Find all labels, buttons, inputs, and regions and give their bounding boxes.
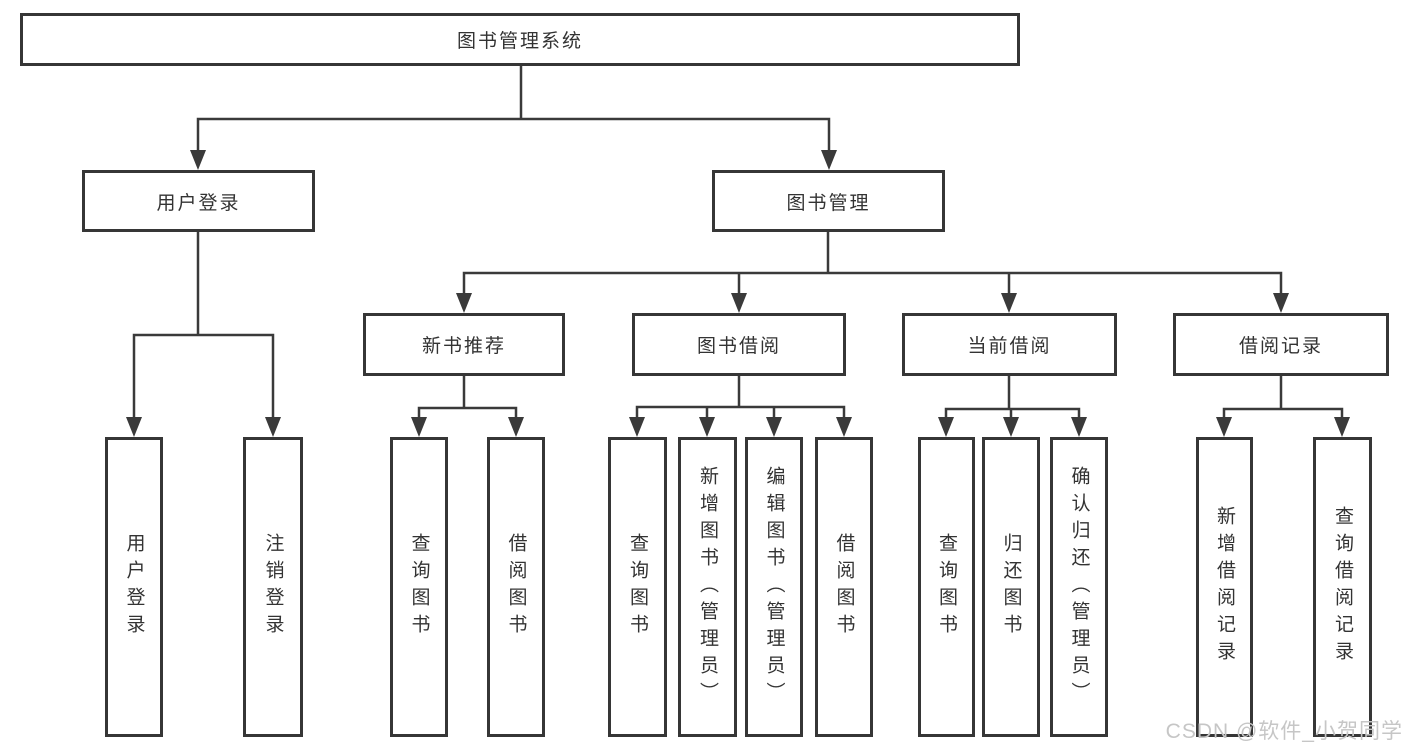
leaf-user-login: 用户登录 [105,437,163,737]
node-label: 图书管理系统 [456,31,583,52]
arrowhead [126,417,142,437]
leaf-logout: 注销登录 [243,437,303,737]
node-label: 确认归还（管理员） [1068,465,1090,709]
arrowhead [699,417,715,437]
node-label: 借阅记录 [1238,336,1323,357]
node-label: 图书管理 [786,192,871,214]
leaf-query-books-recommend: 查询图书 [390,437,448,737]
arrowhead [1003,417,1019,437]
node-label: 借阅图书 [833,533,855,641]
node-label: 注销登录 [262,533,284,641]
node-label: 用户登录 [123,533,145,641]
arrowhead [456,293,472,313]
node-label: 新增图书（管理员） [697,465,718,709]
node-label: 编辑图书（管理员） [763,465,785,709]
arrowhead [1071,417,1087,437]
leaf-borrow-books-recommend: 借阅图书 [487,437,545,737]
node-new-book-recommendation: 新书推荐 [363,313,565,376]
arrowhead [1273,293,1289,313]
arrowhead [265,417,281,437]
node-book-borrowing: 图书借阅 [632,313,846,376]
node-label: 查询图书 [408,533,430,641]
arrowhead [1216,417,1232,437]
connector-book-mgmt-to-level3 [462,230,1283,297]
connector-borrow-record-to-leaves [1222,374,1344,421]
leaf-add-book-admin: 新增图书（管理员） [678,437,737,737]
leaf-return-books: 归还图书 [982,437,1040,737]
connector-book-borrow-to-leaves [635,374,846,421]
node-label: 查询图书 [936,533,957,641]
connector-new-book-to-leaves [417,374,518,421]
arrowhead [836,417,852,437]
leaf-query-borrow-record: 查询借阅记录 [1313,437,1372,737]
node-borrowing-records: 借阅记录 [1173,313,1389,376]
arrowhead [731,293,747,313]
arrowhead [411,417,427,437]
node-label: 新增借阅记录 [1214,506,1235,668]
arrowhead [508,417,524,437]
leaf-add-borrow-record: 新增借阅记录 [1196,437,1253,737]
arrowhead [1001,293,1017,313]
node-label: 归还图书 [1000,533,1022,641]
arrowhead [190,150,206,170]
arrowhead [1334,417,1350,437]
node-label: 当前借阅 [967,336,1052,357]
arrowhead [629,417,645,437]
leaf-query-books-borrowing: 查询图书 [608,437,667,737]
node-label: 借阅图书 [505,533,527,641]
node-user-login-module: 用户登录 [82,170,315,232]
node-label: 用户登录 [156,192,241,214]
watermark: CSDN @软件_小贺同学 [1165,720,1403,743]
node-book-management: 图书管理 [712,170,945,232]
leaf-edit-book-admin: 编辑图书（管理员） [745,437,803,737]
connector-root-to-level2 [196,64,831,154]
node-library-management-system: 图书管理系统 [20,13,1020,66]
leaf-borrow-books: 借阅图书 [815,437,873,737]
arrowheads [126,150,1350,437]
node-label: 查询借阅记录 [1332,506,1353,668]
node-label: 查询图书 [627,533,648,641]
leaf-query-books-current: 查询图书 [918,437,975,737]
arrowhead [938,417,954,437]
node-current-borrowing: 当前借阅 [902,313,1117,376]
leaf-confirm-return-admin: 确认归还（管理员） [1050,437,1108,737]
node-label: 图书借阅 [696,336,781,357]
connector-user-login-to-leaves [132,230,275,421]
connector-current-borrow-to-leaves [944,374,1081,421]
arrowhead [821,150,837,170]
arrowhead [766,417,782,437]
node-label: 新书推荐 [421,336,506,357]
